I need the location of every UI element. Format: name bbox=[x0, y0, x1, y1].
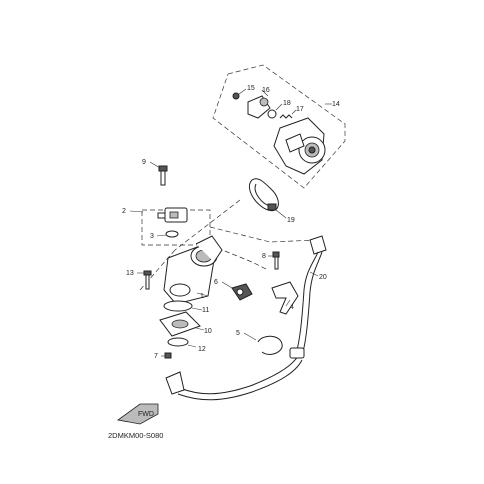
gasket-part-11 bbox=[163, 300, 203, 312]
throttle-body-part-14 bbox=[273, 103, 332, 175]
callout-2: 2 bbox=[122, 208, 126, 215]
bolt-part-13 bbox=[137, 270, 152, 290]
callout-13: 13 bbox=[126, 270, 134, 277]
callout-12: 12 bbox=[198, 346, 206, 353]
callout-11: 11 bbox=[202, 307, 209, 314]
callout-8: 8 bbox=[262, 253, 266, 260]
clip-part-6 bbox=[221, 281, 253, 301]
intake-manifold-part-1 bbox=[163, 235, 223, 305]
assembly-1-boundary bbox=[209, 226, 319, 271]
ball-part-18 bbox=[267, 103, 283, 119]
bracket-part-4 bbox=[271, 281, 299, 315]
screw-part-15 bbox=[232, 88, 247, 100]
spring-part-17 bbox=[279, 109, 297, 119]
callout-15: 15 bbox=[247, 85, 255, 92]
callout-1: 1 bbox=[200, 293, 204, 300]
hose-part-20 bbox=[165, 235, 327, 401]
diagram-code-label: 2DMKM00-S080 bbox=[108, 431, 163, 440]
callout-6: 6 bbox=[214, 279, 218, 286]
bolt-part-9 bbox=[149, 161, 168, 186]
flange-plate-part-10 bbox=[159, 311, 205, 337]
callout-9: 9 bbox=[142, 159, 146, 166]
callout-18: 18 bbox=[283, 100, 291, 107]
callout-17: 17 bbox=[296, 106, 304, 113]
o-ring-part-12 bbox=[167, 337, 197, 348]
bolt-part-8 bbox=[268, 251, 280, 270]
callout-4: 4 bbox=[290, 304, 294, 311]
callout-7: 7 bbox=[154, 353, 158, 360]
assembly-14-boundary bbox=[212, 64, 346, 189]
fwd-arrow-icon: FWD bbox=[117, 403, 159, 425]
callout-20: 20 bbox=[319, 274, 327, 281]
hose-clamp-part-5 bbox=[243, 332, 283, 355]
o-ring-part-3 bbox=[156, 230, 179, 238]
callout-10: 10 bbox=[204, 328, 212, 335]
clamp-band-part-19 bbox=[248, 178, 287, 219]
callout-14: 14 bbox=[332, 101, 340, 108]
callout-3: 3 bbox=[150, 233, 154, 240]
callout-16: 16 bbox=[262, 87, 270, 94]
fwd-label: FWD bbox=[138, 411, 154, 418]
sensor-part-16 bbox=[247, 89, 271, 119]
callout-19: 19 bbox=[287, 217, 295, 224]
callout-5: 5 bbox=[236, 330, 240, 337]
bolt-part-7 bbox=[161, 352, 172, 359]
sensor-part-2 bbox=[129, 207, 188, 223]
